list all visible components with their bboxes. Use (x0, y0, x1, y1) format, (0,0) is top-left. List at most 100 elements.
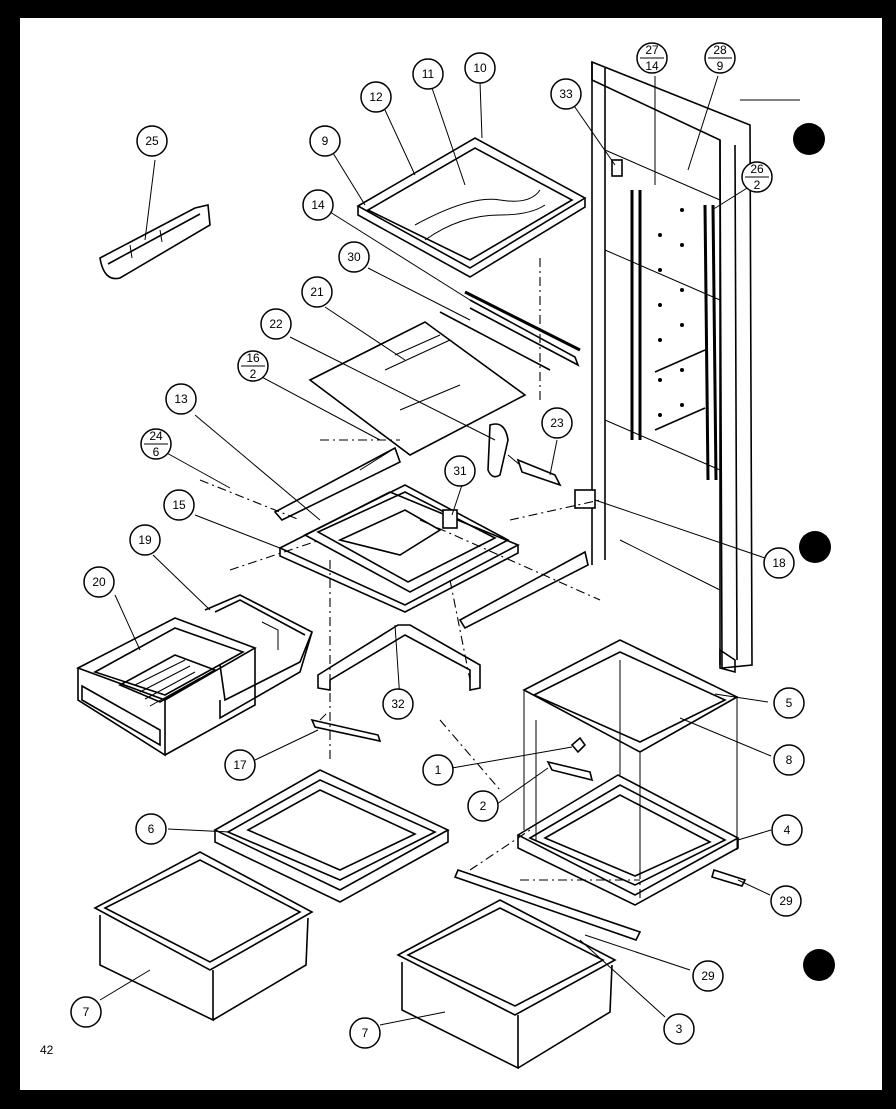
crisper-drawer-7-left (93, 851, 314, 1022)
callout-1: 1 (422, 754, 454, 786)
svg-text:12: 12 (369, 90, 383, 104)
svg-text:22: 22 (269, 317, 283, 331)
svg-text:31: 31 (453, 464, 467, 478)
callout-23: 23 (541, 407, 573, 439)
diagram-sheet (20, 18, 882, 1090)
svg-text:15: 15 (172, 498, 186, 512)
svg-text:26: 26 (750, 162, 764, 176)
svg-text:33: 33 (559, 87, 573, 101)
svg-text:30: 30 (347, 250, 361, 264)
svg-text:9: 9 (717, 59, 724, 73)
svg-text:6: 6 (148, 822, 155, 836)
svg-text:3: 3 (676, 1022, 683, 1036)
svg-text:1: 1 (435, 763, 442, 777)
svg-text:29: 29 (701, 969, 715, 983)
part-17-slide (310, 713, 382, 743)
svg-text:17: 17 (233, 758, 247, 772)
svg-text:14: 14 (311, 198, 325, 212)
callout-6: 6 (135, 813, 167, 845)
crisper-frame-15 (278, 484, 520, 613)
callout-33: 33 (550, 78, 582, 110)
svg-text:29: 29 (779, 894, 793, 908)
registration-mark-bottom (803, 949, 835, 981)
callout-15: 15 (163, 489, 195, 521)
svg-text:20: 20 (92, 575, 106, 589)
callout-30: 30 (338, 241, 370, 273)
svg-text:28: 28 (713, 43, 727, 57)
svg-text:9: 9 (322, 134, 329, 148)
crisper-shelf-4 (516, 774, 740, 906)
callout-29-bottom: 29 (692, 960, 724, 992)
callout-28-9: 28 9 (704, 42, 736, 74)
svg-text:6: 6 (153, 445, 160, 459)
svg-text:23: 23 (550, 416, 564, 430)
svg-text:18: 18 (772, 556, 786, 570)
callout-10: 10 (464, 52, 496, 84)
leader-lines (99, 75, 772, 1026)
svg-text:16: 16 (246, 351, 260, 365)
callout-29-right: 29 (770, 885, 802, 917)
callout-3: 3 (663, 1013, 695, 1045)
assembly-guide-lines (199, 258, 641, 900)
rails-29 (453, 868, 747, 941)
page-number: 42 (40, 1043, 54, 1057)
part-31-clip (442, 509, 458, 529)
callout-19: 19 (129, 524, 161, 556)
callout-31: 31 (444, 455, 476, 487)
top-glass-shelf (356, 137, 587, 278)
callout-5: 5 (773, 687, 805, 719)
callout-7-left: 7 (70, 996, 102, 1028)
bracket-32 (317, 624, 481, 691)
crisper-cover-5-8 (522, 639, 739, 870)
crisper-drawer-7-right (396, 899, 617, 1070)
svg-text:27: 27 (645, 43, 659, 57)
callout-26-2: 26 2 (741, 161, 773, 193)
svg-text:7: 7 (83, 1005, 90, 1019)
callout-22: 22 (260, 308, 292, 340)
svg-text:8: 8 (786, 753, 793, 767)
crisper-shelf-6 (213, 769, 450, 903)
callout-4: 4 (771, 814, 803, 846)
svg-text:5: 5 (786, 696, 793, 710)
callout-20: 20 (83, 566, 115, 598)
callout-2: 2 (467, 790, 499, 822)
svg-text:2: 2 (754, 178, 761, 192)
registration-mark-middle (799, 531, 831, 563)
svg-text:2: 2 (250, 367, 257, 381)
crisper-cover-glass-21 (308, 321, 527, 456)
shelf-track-30 (439, 290, 581, 371)
svg-text:19: 19 (138, 533, 152, 547)
meat-drawer-19-20 (76, 594, 314, 757)
callout-12: 12 (360, 81, 392, 113)
callout-27-14: 27 14 (636, 42, 668, 74)
temperature-control-23 (487, 423, 562, 487)
parts-1-2-clips (546, 736, 594, 782)
part-25-dairy-bin (99, 204, 211, 280)
bracket-33 (611, 159, 623, 177)
callout-17: 17 (224, 749, 256, 781)
svg-text:7: 7 (362, 1026, 369, 1040)
callout-14: 14 (302, 189, 334, 221)
callout-7-right: 7 (349, 1017, 381, 1049)
svg-text:24: 24 (149, 429, 163, 443)
svg-text:21: 21 (310, 285, 324, 299)
cabinet-liner (574, 60, 800, 674)
svg-text:10: 10 (473, 61, 487, 75)
svg-text:2: 2 (480, 799, 487, 813)
shelf-support-holes (658, 208, 684, 417)
callout-21: 21 (301, 276, 333, 308)
registration-mark-top (793, 123, 825, 155)
callout-9: 9 (309, 125, 341, 157)
callout-24-6: 24 6 (140, 428, 172, 460)
callout-16-2: 16 2 (237, 350, 269, 382)
callout-11: 11 (412, 58, 444, 90)
callout-25: 25 (136, 125, 168, 157)
svg-text:11: 11 (422, 67, 435, 81)
svg-text:4: 4 (784, 823, 791, 837)
svg-text:25: 25 (145, 134, 159, 148)
crisper-rails (273, 446, 589, 630)
callout-18: 18 (763, 547, 795, 579)
hinge-18 (574, 489, 596, 509)
